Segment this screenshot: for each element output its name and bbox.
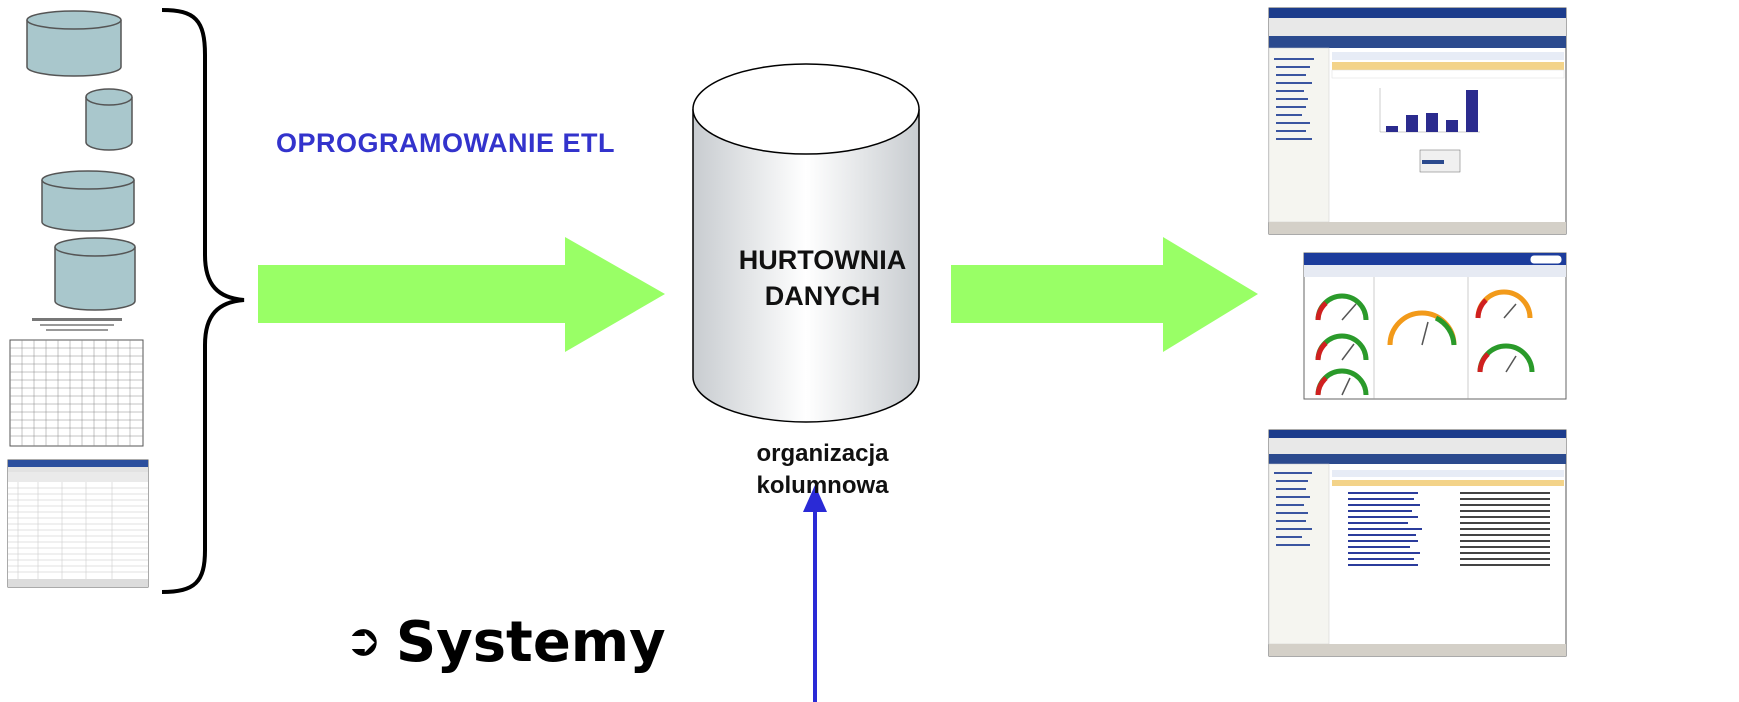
etl-software-label: OPROGRAMOWANIE ETL bbox=[276, 128, 615, 158]
arrow-right-icon-left bbox=[258, 237, 665, 352]
report-window-thumbnail-1 bbox=[1268, 7, 1567, 235]
arrow-bullet-icon: ➲ bbox=[345, 615, 382, 666]
source-database-icon-1 bbox=[26, 10, 122, 77]
column-organization-label-line1: organizacja bbox=[756, 440, 889, 467]
data-warehouse-database-icon bbox=[692, 63, 920, 423]
data-warehouse-label: HURTOWNIA DANYCH bbox=[700, 242, 945, 314]
gauges-dashboard-thumbnail bbox=[1303, 252, 1567, 400]
bracket-icon bbox=[161, 8, 245, 594]
source-database-icon-2 bbox=[85, 88, 133, 151]
data-warehouse-label-line1: HURTOWNIA bbox=[738, 245, 907, 275]
column-organization-label-line2: kolumnowa bbox=[756, 472, 889, 499]
systems-heading: Systemy bbox=[395, 610, 666, 675]
source-database-icon-4 bbox=[54, 237, 136, 311]
source-spreadsheet-thumbnail bbox=[7, 459, 149, 588]
arrow-right-icon-right bbox=[951, 237, 1258, 352]
source-table-thumbnail bbox=[9, 318, 144, 447]
source-database-icon-3 bbox=[41, 170, 135, 232]
column-organization-label: organizacja kolumnowa bbox=[700, 438, 945, 502]
report-window-thumbnail-2 bbox=[1268, 429, 1567, 657]
systems-bullet-line: ➲ Systemy bbox=[345, 610, 666, 675]
arrow-up-icon bbox=[803, 485, 827, 702]
data-warehouse-label-line2: DANYCH bbox=[764, 281, 881, 311]
